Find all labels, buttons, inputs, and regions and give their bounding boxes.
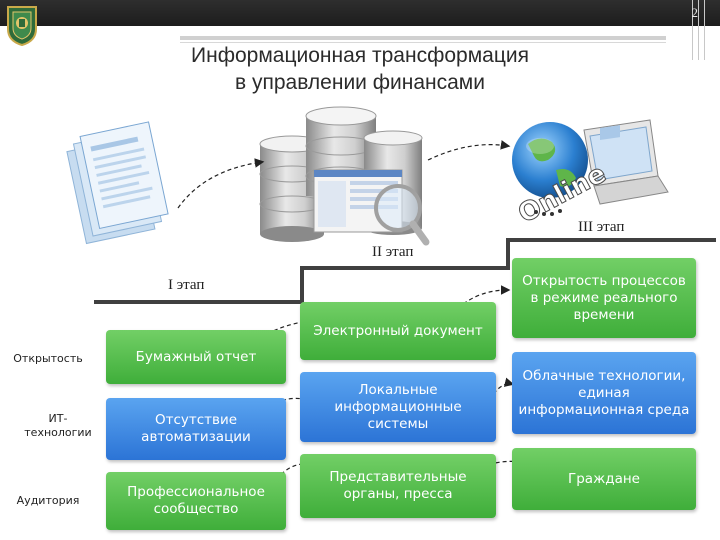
title-rule xyxy=(180,36,666,40)
row-label-audience: Аудитория xyxy=(16,494,80,507)
stage-line-3 xyxy=(506,238,716,242)
stage2-audience-box: Представительные органы, пресса xyxy=(300,454,496,518)
title-line-1: Информационная трансформация xyxy=(191,44,529,67)
decor-line xyxy=(692,0,693,60)
stage3-it-box: Облачные технологии, единая информационн… xyxy=(512,352,696,434)
row-label-it: ИТ-технологии xyxy=(24,412,92,439)
row-label-openness: Открытость xyxy=(13,352,83,365)
paper-documents-icon xyxy=(66,121,169,245)
stage-label-1: I этап xyxy=(168,277,205,293)
stage-line-2 xyxy=(300,266,510,270)
decor-line xyxy=(698,0,699,60)
decor-line xyxy=(704,0,705,60)
stage1-audience-box: Профессиональное сообщество xyxy=(106,472,286,530)
stage3-audience-box: Граждане xyxy=(512,448,696,510)
stage-label-2: II этап xyxy=(372,244,414,260)
database-icon xyxy=(259,106,430,246)
globe-laptop-icon: Online xyxy=(512,119,669,230)
title-line-2: в управлении финансами xyxy=(235,71,485,94)
title-rule xyxy=(180,42,666,43)
stage-label-3: III этап xyxy=(578,219,625,235)
stage-line-1 xyxy=(94,300,304,304)
emblem-logo xyxy=(7,6,37,47)
stage-step-2 xyxy=(506,240,510,270)
top-bar xyxy=(0,0,720,26)
slide-number: 2 xyxy=(691,5,699,20)
stage1-it-box: Отсутствие автоматизации xyxy=(106,398,286,460)
stage-step-1 xyxy=(300,268,304,304)
stage1-openness-box: Бумажный отчет xyxy=(106,330,286,384)
page-title: Информационная трансформация в управлени… xyxy=(120,42,600,96)
stage2-it-box: Локальные информационные системы xyxy=(300,372,496,442)
stage2-openness-box: Электронный документ xyxy=(300,302,496,360)
stage3-openness-box: Открытость процессов в режиме реального … xyxy=(512,258,696,338)
